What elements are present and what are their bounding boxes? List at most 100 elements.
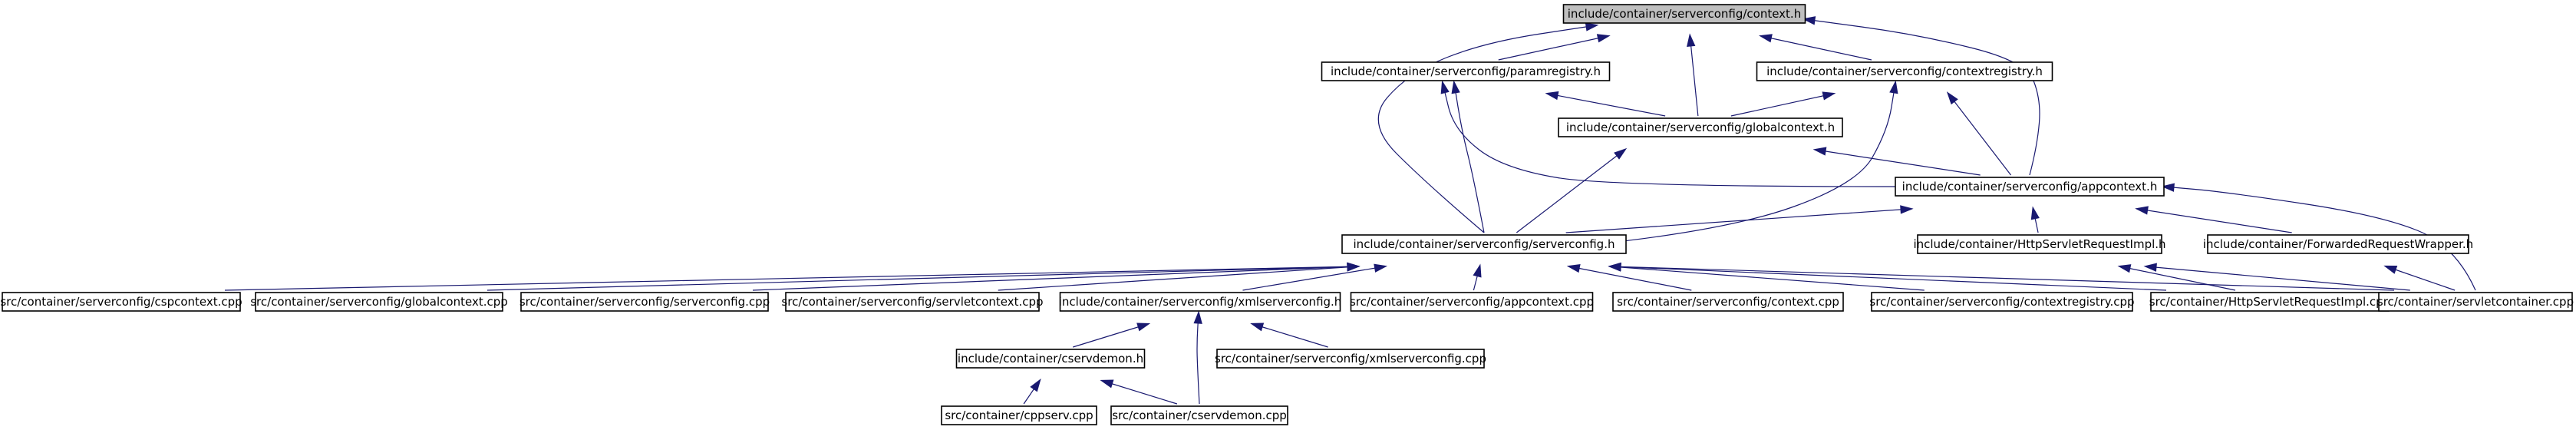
edge-serverconfig_h-to-globalcontext_h [1516, 149, 1625, 233]
edge-paramregistry_h-to-context_h [1498, 35, 1608, 61]
arrowhead-context_cpp-to-serverconfig_h [1566, 263, 1581, 273]
arrowhead-serverconfig_h-to-appcontext_h [1900, 205, 1914, 214]
node-label: include/container/ForwardedRequestWrappe… [2203, 237, 2473, 251]
node-box [1059, 292, 1341, 312]
arrowhead-servletcontainer_cpp-to-httpservletrequestimpl_h [2143, 263, 2157, 272]
node-context-h[interactable]: include/container/serverconfig/context.h [1562, 4, 1806, 24]
node-label: src/container/servletcontainer.cpp [2377, 295, 2574, 309]
node-box [941, 405, 1097, 425]
edge-cservdemon_h-to-xmlserverconfig_h [1073, 323, 1148, 348]
edge-httpservletrequestimpl_cpp-to-httpservletrequestimpl_h [2119, 266, 2236, 291]
node-label: src/container/serverconfig/xmlserverconf… [1215, 352, 1486, 366]
edge-globalcontext_cpp-to-serverconfig_h [487, 266, 1358, 291]
node-paramregistry-h[interactable]: include/container/serverconfig/paramregi… [1321, 61, 1611, 81]
arrowhead-cservdemon_cpp-to-xmlserverconfig_h [1193, 310, 1202, 324]
arrowhead-servletcontainer_cpp-to-serverconfig_h [1608, 262, 1621, 272]
node-box [1612, 292, 1844, 312]
node-label: include/container/cservdemon.h [958, 352, 1143, 366]
edge-serverconfig_cpp-to-serverconfig_h [752, 266, 1358, 291]
arrowhead-xmlserverconfig_h-to-serverconfig_h [1374, 263, 1388, 273]
arrowhead-cservdemon_cpp-to-cservdemon_h [1100, 379, 1114, 389]
edge-globalcontext_h-to-context_h [1689, 35, 1699, 117]
node-box [785, 292, 1040, 312]
node-xmlserverconfig-h[interactable]: include/container/serverconfig/xmlserver… [1059, 292, 1342, 312]
node-httpservletrequestimpl-cpp[interactable]: src/container/HttpServletRequestImpl.cpp [2149, 292, 2390, 312]
node-forwardedrequestwrapper-h[interactable]: include/container/ForwardedRequestWrappe… [2203, 234, 2473, 254]
edge-servletcontainer_cpp-to-serverconfig_h [1610, 266, 2395, 291]
arrowhead-appcontext_h-to-context_h [1802, 16, 1816, 25]
arrowhead-servletcontext_cpp-to-serverconfig_h [1347, 263, 1361, 272]
node-serverconfig-h[interactable]: include/container/serverconfig/servercon… [1341, 234, 1627, 254]
arrowhead-serverconfig_h-to-paramregistry_h [1451, 80, 1460, 94]
edge-appcontext_h-to-contextregistry_h [1948, 93, 2012, 176]
arrowhead-serverconfig_h-to-contextregistry_h [1889, 80, 1898, 94]
arrowhead-globalcontext_h-to-paramregistry_h [1545, 91, 1559, 101]
edge-serverconfig_h-to-appcontext_h [1565, 208, 1911, 233]
arrowhead-httpservletrequestimpl_h-to-appcontext_h [2030, 206, 2040, 220]
node-cppserv-cpp[interactable]: src/container/cppserv.cpp [941, 405, 1097, 425]
edge-forwardedrequestwrapper_h-to-appcontext_h [2137, 208, 2292, 233]
node-label: include/container/serverconfig/appcontex… [1902, 180, 2158, 194]
node-label: src/container/cppserv.cpp [945, 408, 1093, 422]
edge-serverconfig_h-to-contextregistry_h [1595, 82, 1896, 245]
node-label: src/container/serverconfig/appcontext.cp… [1350, 295, 1594, 309]
edge-appcontext_h-to-globalcontext_h [1816, 149, 1981, 176]
edge-contextregistry_h-to-context_h [1761, 35, 1872, 61]
node-globalcontext-h[interactable]: include/container/serverconfig/globalcon… [1558, 117, 1843, 137]
node-appcontext-h[interactable]: include/container/serverconfig/appcontex… [1895, 177, 2165, 197]
arrowhead-appcontext_cpp-to-serverconfig_h [1473, 263, 1482, 278]
node-box [255, 292, 503, 312]
node-label: include/container/serverconfig/xmlserver… [1059, 295, 1342, 309]
node-box [1562, 4, 1806, 24]
node-servletcontext-cpp[interactable]: src/container/serverconfig/servletcontex… [781, 292, 1044, 312]
edge-cservdemon_cpp-to-xmlserverconfig_h [1196, 313, 1200, 405]
node-box [1871, 292, 2133, 312]
arrowhead-cppserv_cpp-to-cservdemon_h [1030, 379, 1041, 392]
node-label: include/container/serverconfig/servercon… [1354, 237, 1615, 251]
node-contextregistry-cpp[interactable]: src/container/serverconfig/contextregist… [1869, 292, 2135, 312]
edge-appcontext_h-to-paramregistry_h [1442, 82, 1896, 187]
node-label: src/container/serverconfig/context.cpp [1617, 295, 1839, 309]
edge-globalcontext_h-to-paramregistry_h [1547, 93, 1666, 117]
edge-globalcontext_h-to-contextregistry_h [1730, 93, 1834, 117]
node-box [1756, 61, 2053, 81]
node-label: src/container/cservdemon.cpp [1112, 408, 1287, 422]
node-xmlserverconfig-cpp[interactable]: src/container/serverconfig/xmlserverconf… [1215, 349, 1486, 369]
node-cservdemon-cpp[interactable]: src/container/cservdemon.cpp [1110, 405, 1288, 425]
edge-servletcontext_cpp-to-serverconfig_h [998, 266, 1358, 291]
node-label: include/container/serverconfig/context.h [1568, 7, 1801, 21]
node-cspcontext-cpp[interactable]: src/container/serverconfig/cspcontext.cp… [0, 292, 242, 312]
arrowhead-servletcontainer_cpp-to-appcontext_h [2161, 183, 2175, 192]
node-box [1341, 234, 1627, 254]
node-serverconfig-cpp[interactable]: src/container/serverconfig/serverconfig.… [519, 292, 770, 312]
edge-serverconfig_h-to-paramregistry_h [1453, 82, 1485, 233]
node-httpservletrequestimpl-h[interactable]: include/container/HttpServletRequestImpl… [1913, 234, 2166, 254]
edge-servletcontainer_cpp-to-httpservletrequestimpl_h [2146, 266, 2410, 291]
node-box [1110, 405, 1288, 425]
node-globalcontext-cpp[interactable]: src/container/serverconfig/globalcontext… [250, 292, 508, 312]
arrowhead-contextregistry_h-to-context_h [1758, 34, 1773, 43]
arrowhead-serverconfig_h-to-context_h [1585, 22, 1599, 31]
arrowhead-appcontext_h-to-globalcontext_h [1812, 147, 1827, 156]
node-label: src/container/serverconfig/contextregist… [1869, 295, 2134, 309]
node-context-cpp[interactable]: src/container/serverconfig/context.cpp [1612, 292, 1844, 312]
node-box [955, 349, 1146, 369]
node-label: src/container/HttpServletRequestImpl.cpp [2149, 295, 2390, 309]
node-box [2378, 292, 2573, 312]
node-appcontext-cpp[interactable]: src/container/serverconfig/appcontext.cp… [1350, 292, 1594, 312]
node-servletcontainer-cpp[interactable]: src/container/servletcontainer.cpp [2377, 292, 2574, 312]
edge-contextregistry_cpp-to-serverconfig_h [1610, 266, 1925, 291]
arrowhead-xmlserverconfig_cpp-to-xmlserverconfig_h [1250, 322, 1265, 332]
node-box [1350, 292, 1594, 312]
node-cservdemon-h[interactable]: include/container/cservdemon.h [955, 349, 1146, 369]
node-contextregistry-h[interactable]: include/container/serverconfig/contextre… [1756, 61, 2053, 81]
edge-httpservletrequestimpl_cpp-to-serverconfig_h [1610, 266, 2167, 291]
edge-context_cpp-to-serverconfig_h [1569, 266, 1692, 291]
arrowhead-appcontext_h-to-contextregistry_h [1946, 91, 1958, 105]
arrowhead-appcontext_h-to-paramregistry_h [1440, 80, 1450, 94]
arrowhead-cservdemon_h-to-xmlserverconfig_h [1136, 322, 1151, 332]
edge-cservdemon_cpp-to-cservdemon_h [1102, 380, 1178, 405]
arrowhead-servletcontainer_cpp-to-forwardedrequestwrapper_h [2383, 265, 2398, 274]
edge-servletcontainer_cpp-to-forwardedrequestwrapper_h [2386, 266, 2456, 291]
arrowhead-paramregistry_h-to-context_h [1596, 34, 1611, 43]
